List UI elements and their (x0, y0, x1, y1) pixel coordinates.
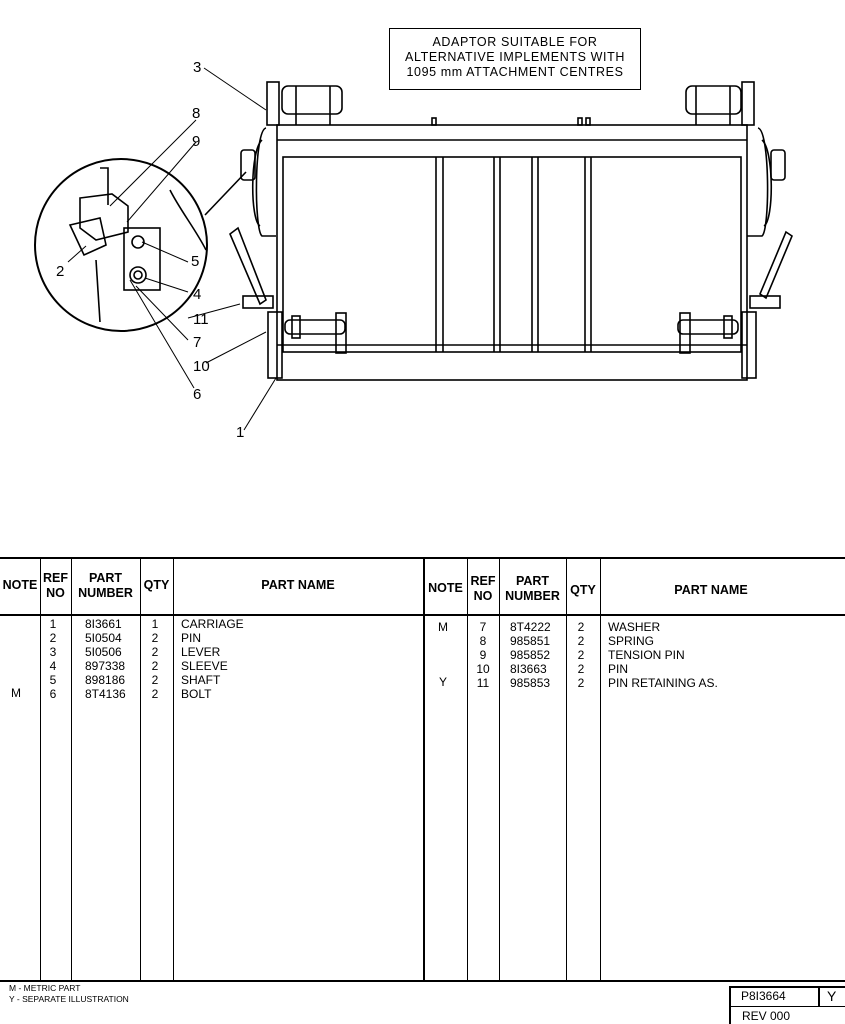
row-name: SPRING (608, 634, 655, 648)
document-suffix: Y (827, 988, 837, 1004)
row-qty: 2 (151, 631, 159, 645)
row-part: 985852 (510, 648, 551, 662)
row-ref: 4 (49, 659, 57, 673)
revision: REV 000 (742, 1009, 791, 1023)
row-qty: 1 (151, 617, 159, 631)
callout-10: 10 (193, 358, 210, 375)
carriage-frame (276, 124, 748, 381)
note-line: ALTERNATIVE IMPLEMENTS WITH (405, 50, 625, 64)
row-part: 5I0504 (85, 631, 122, 645)
header-qty: QTY (143, 578, 170, 592)
row-qty: 2 (577, 676, 585, 690)
row-ref: 10 (476, 662, 490, 676)
row-name: TENSION PIN (608, 648, 685, 662)
callout-8: 8 (192, 105, 200, 122)
row-name: LEVER (181, 645, 221, 659)
note-line: 1095 mm ATTACHMENT CENTRES (406, 65, 624, 79)
row-qty: 2 (577, 662, 585, 676)
row-part: 985851 (510, 634, 551, 648)
callout-1: 1 (236, 424, 244, 441)
row-part: 898186 (85, 673, 126, 687)
callout-11: 11 (193, 311, 209, 328)
header-part-name: PART NAME (261, 578, 335, 592)
row-part: 897338 (85, 659, 126, 673)
row-name: PIN (181, 631, 202, 645)
row-name: PIN (608, 662, 629, 676)
callout-3: 3 (193, 59, 201, 76)
row-qty: 2 (577, 620, 585, 634)
row-ref: 2 (49, 631, 57, 645)
row-name: WASHER (608, 620, 661, 634)
callout-4: 4 (193, 286, 201, 303)
header-part-name: PART NAME (674, 583, 748, 597)
header-note: NOTE (2, 578, 38, 592)
row-qty: 2 (151, 673, 159, 687)
document-number: P8I3664 (741, 989, 786, 1003)
adaptor-note-box: ADAPTOR SUITABLE FOR ALTERNATIVE IMPLEME… (389, 28, 641, 90)
row-name: BOLT (181, 687, 212, 701)
callout-2: 2 (56, 263, 64, 280)
row-ref: 3 (49, 645, 57, 659)
row-part: 985853 (510, 676, 551, 690)
callout-9: 9 (192, 133, 200, 150)
row-part: 8T4136 (85, 687, 126, 701)
row-ref: 9 (479, 648, 487, 662)
row-ref: 7 (479, 620, 487, 634)
row-ref: 8 (479, 634, 487, 648)
row-part: 5I0506 (85, 645, 122, 659)
row-note: M (438, 620, 448, 634)
row-qty: 2 (577, 634, 585, 648)
row-qty: 2 (151, 659, 159, 673)
row-note: M (11, 686, 21, 700)
row-part: 8I3661 (85, 617, 122, 631)
header-qty: QTY (570, 583, 596, 597)
row-qty: 2 (151, 645, 159, 659)
row-name: SHAFT (181, 673, 221, 687)
row-qty: 2 (577, 648, 585, 662)
row-note: Y (438, 675, 447, 689)
row-name: SLEEVE (181, 659, 228, 673)
row-part: 8T4222 (510, 620, 551, 634)
note-line: ADAPTOR SUITABLE FOR (432, 35, 598, 49)
header-note: NOTE (428, 581, 463, 595)
parts-illustration: 1 2 3 4 5 6 7 8 9 10 11 (34, 59, 793, 441)
callout-5: 5 (191, 253, 199, 270)
row-name: PIN RETAINING AS. (608, 676, 718, 690)
row-ref: 1 (49, 617, 57, 631)
row-name: CARRIAGE (181, 617, 244, 631)
row-part: 8I3663 (510, 662, 547, 676)
row-qty: 2 (151, 687, 159, 701)
callout-6: 6 (193, 386, 201, 403)
row-ref: 6 (49, 687, 57, 701)
callout-7: 7 (193, 334, 201, 351)
row-ref: 5 (49, 673, 57, 687)
row-ref: 11 (476, 676, 490, 690)
legend-metric: M - METRIC PART (9, 983, 81, 993)
legend-separate: Y - SEPARATE ILLUSTRATION (9, 994, 129, 1004)
